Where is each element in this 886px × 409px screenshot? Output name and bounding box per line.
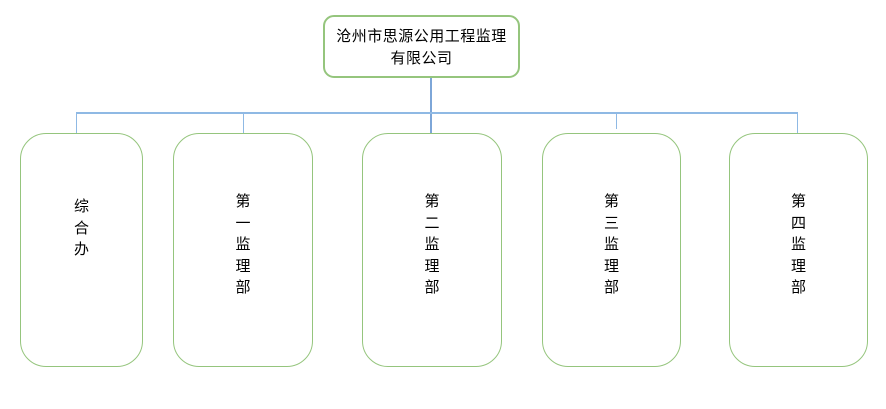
connector-drop-1 [75, 112, 77, 133]
dept-label: 第三监理部 [603, 192, 619, 296]
company-name-line-1: 沧州市思源公用工程监理 [336, 26, 507, 45]
dept-box-supervision-4[interactable]: 第四监理部 [729, 133, 868, 367]
company-name-line-2: 有限公司 [390, 48, 453, 67]
dept-label: 第四监理部 [790, 192, 806, 296]
connector-drop-4 [615, 112, 617, 129]
dept-label: 综合办 [73, 197, 89, 258]
dept-label: 第二监理部 [424, 192, 440, 296]
dept-label: 第一监理部 [235, 192, 251, 296]
dept-box-supervision-2[interactable]: 第二监理部 [362, 133, 502, 367]
connector-drop-5 [796, 112, 798, 133]
dept-box-supervision-3[interactable]: 第三监理部 [542, 133, 681, 367]
dept-box-general-office[interactable]: 综合办 [20, 133, 143, 367]
company-root-box[interactable]: 沧州市思源公用工程监理 有限公司 [323, 15, 520, 78]
dept-box-supervision-1[interactable]: 第一监理部 [173, 133, 313, 367]
connector-drop-2 [242, 112, 244, 133]
connector-horizontal [76, 112, 797, 114]
connector-main-vertical [430, 78, 432, 133]
